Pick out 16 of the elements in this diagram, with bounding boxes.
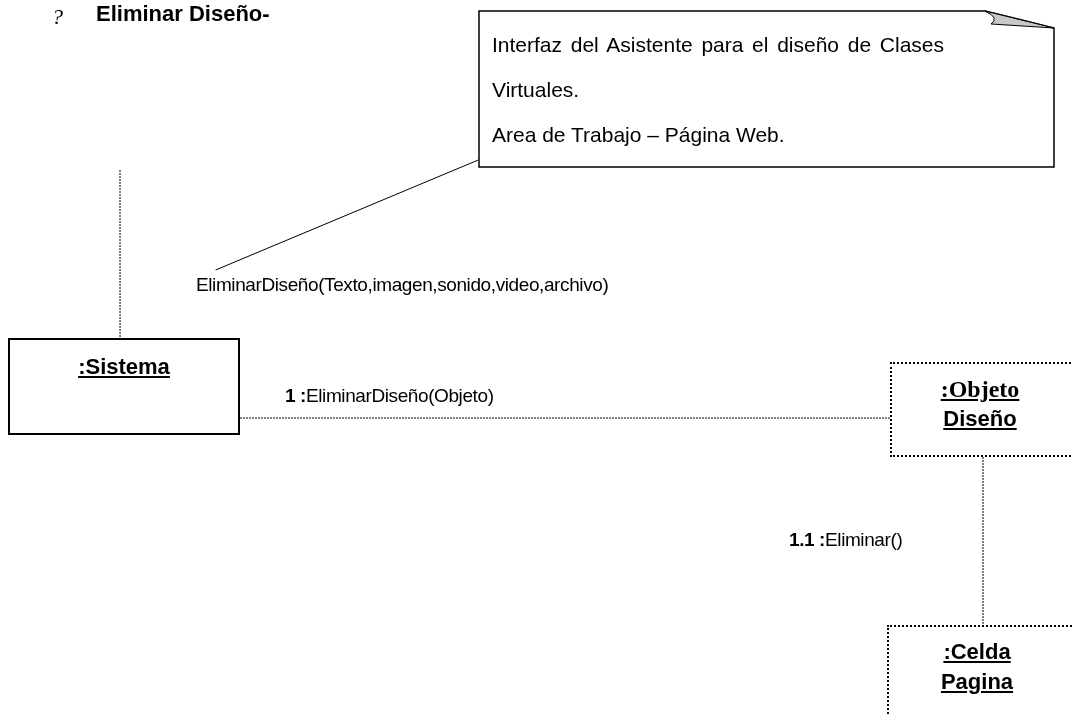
note-text: Interfaz del Asistente para el diseño de Clases Virtuales. [492,32,944,103]
object-box [8,338,240,435]
object-name: :Sistema [77,353,171,381]
message-text: EliminarDiseño(Texto,imagen,sonido,video,archivo) [196,272,609,297]
note-text: Area de Trabajo – Página Web. [492,122,786,148]
object-box [890,362,1073,457]
connector-line [119,169,121,339]
note-box [478,10,1055,168]
connector-line [982,456,984,626]
object-name: :Objeto [939,375,1021,404]
leader-line [215,159,479,271]
object-name: Diseño [942,405,1018,433]
object-box [887,625,1073,715]
bullet-mark: ? [52,3,63,31]
title: Eliminar Diseño- [96,0,270,28]
object-name: :Celda Pagina [939,638,1015,696]
